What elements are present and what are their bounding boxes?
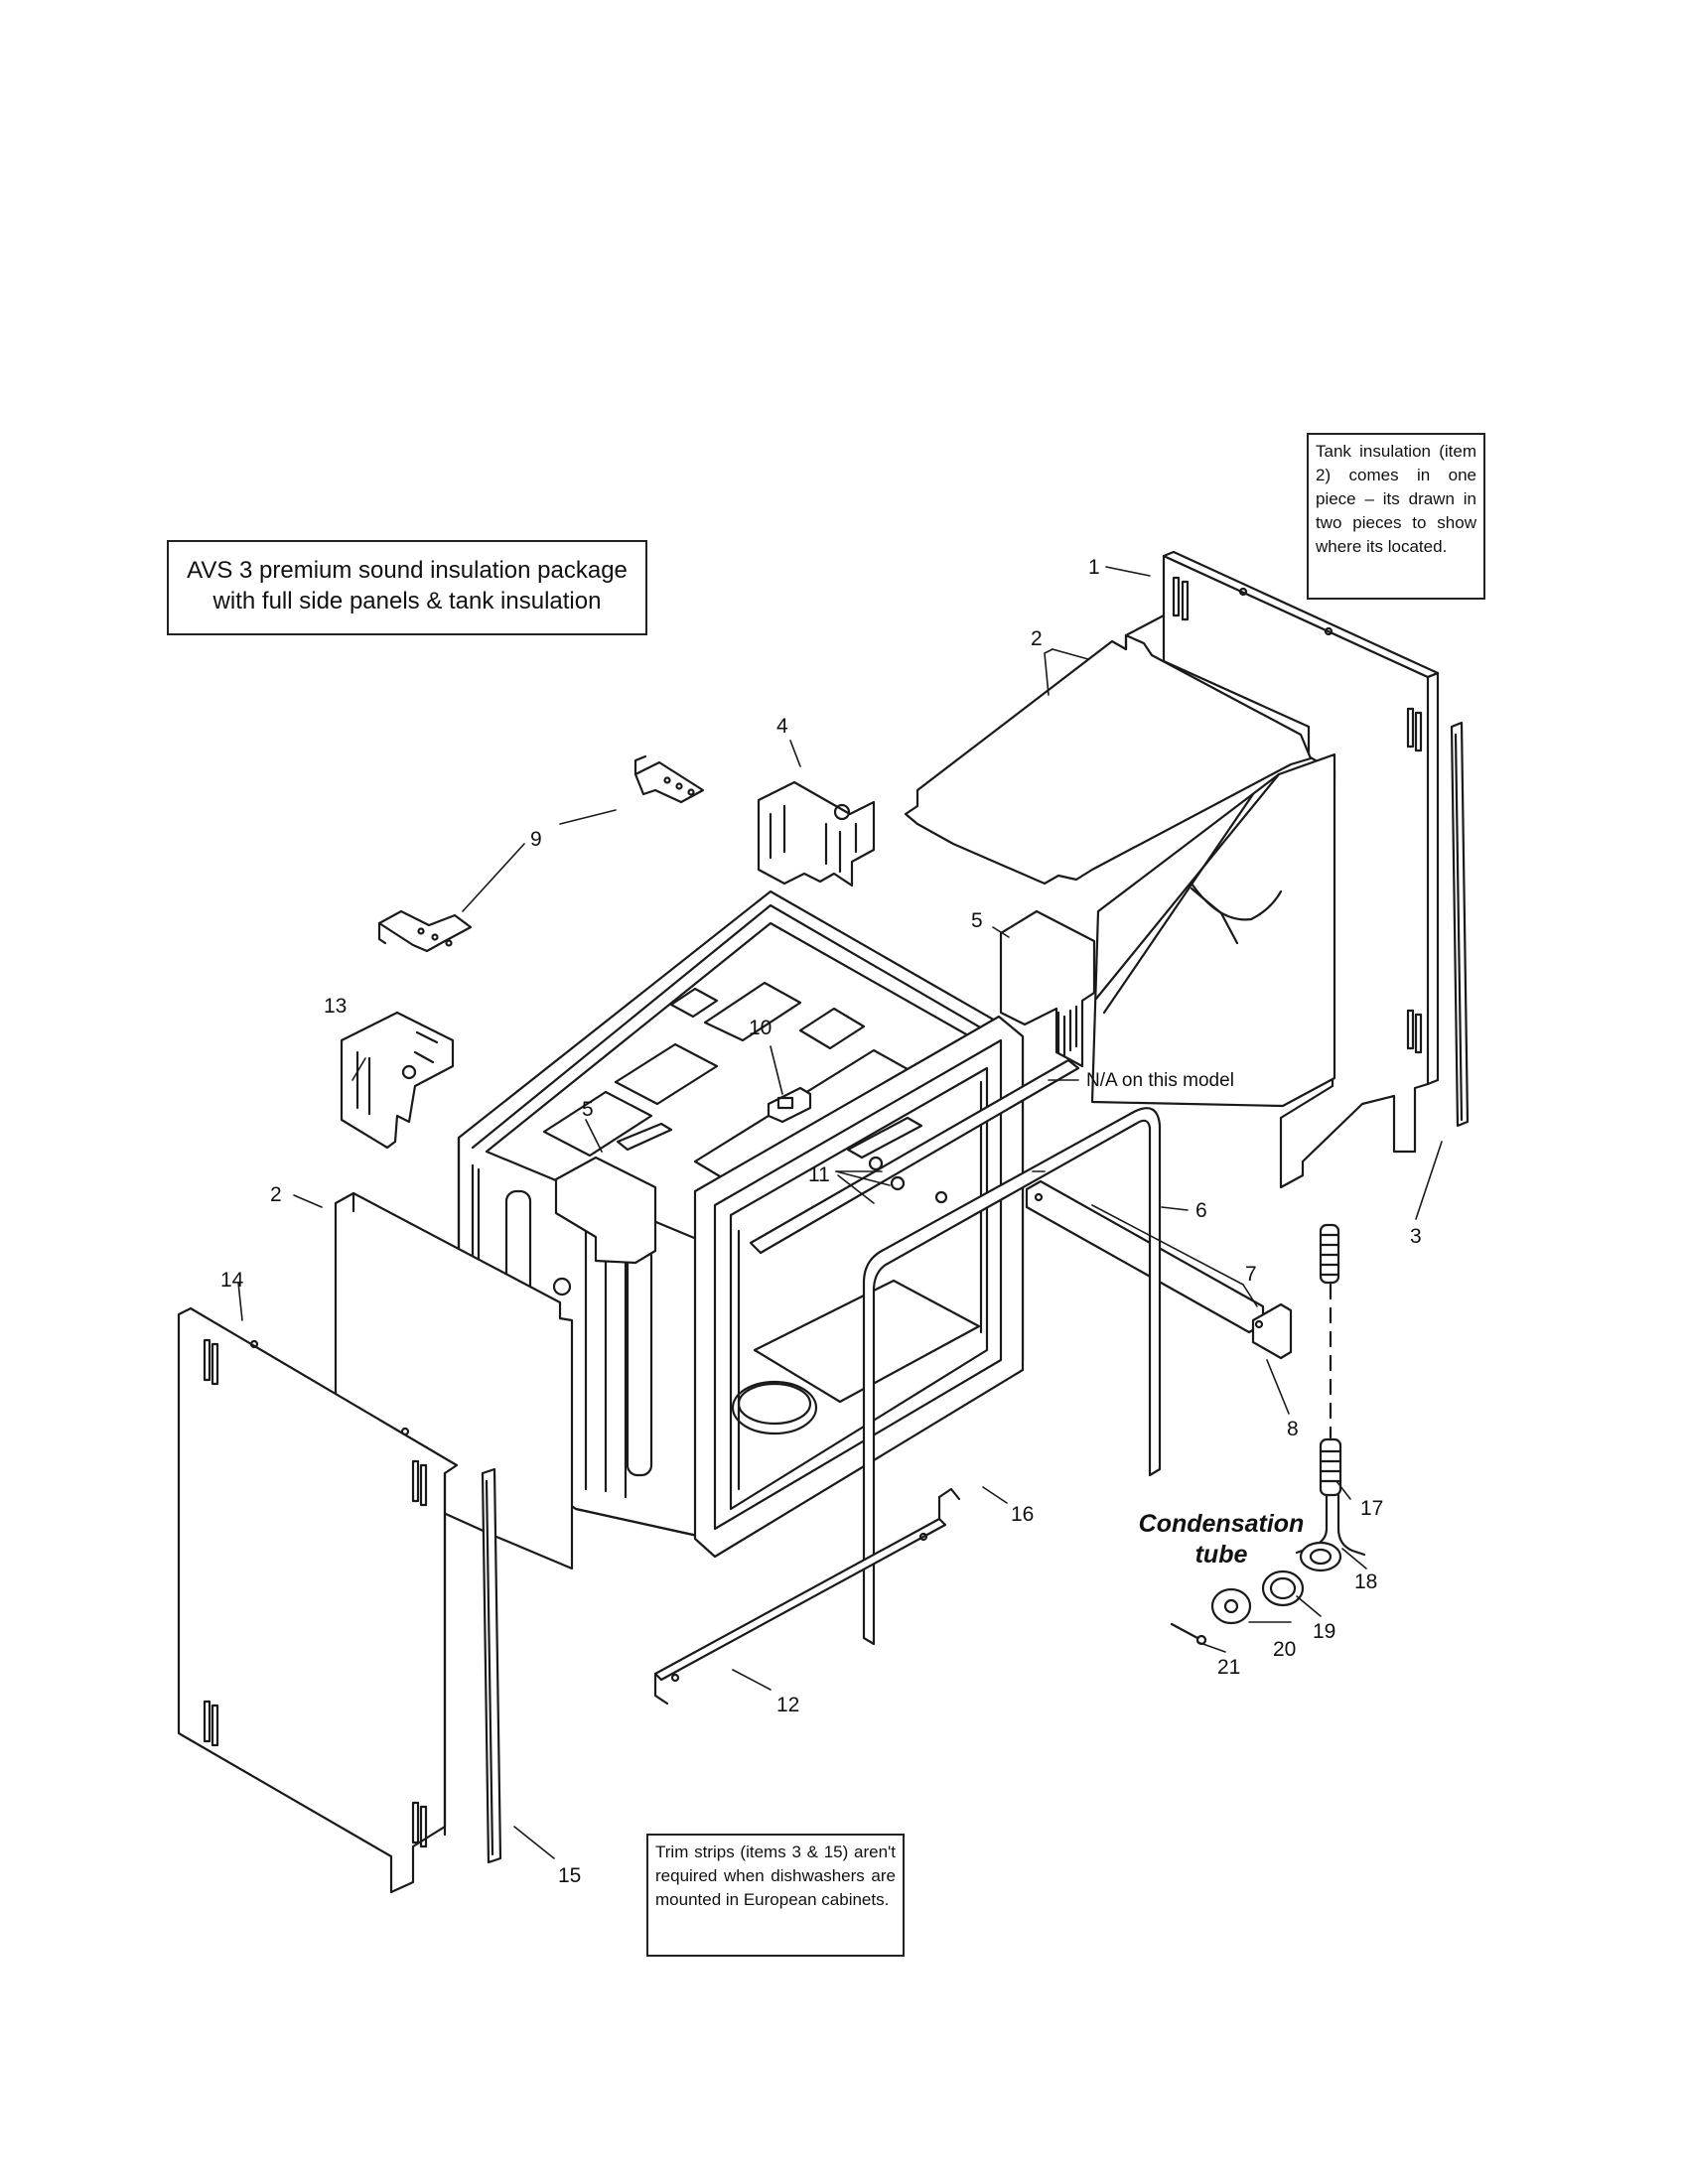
na-label: N/A on this model xyxy=(1086,1070,1234,1091)
callout-15: 15 xyxy=(558,1864,581,1887)
title-line-1: AVS 3 premium sound insulation package xyxy=(187,557,628,584)
callout-20: 20 xyxy=(1273,1638,1296,1661)
callout-8: 8 xyxy=(1287,1418,1299,1440)
tub-front-frame xyxy=(693,1015,1025,1559)
callout-2-top: 2 xyxy=(1031,627,1043,650)
callout-numbers: 1 2 3 4 5 5 6 7 8 9 10 11 12 13 2 14 15 … xyxy=(220,556,1422,1887)
part-4-bracket xyxy=(757,780,876,887)
condensation-tube-label: Condensation tube xyxy=(1122,1509,1321,1570)
callout-14: 14 xyxy=(220,1269,244,1292)
callout-6: 6 xyxy=(1195,1199,1207,1222)
title-line-2: with full side panels & tank insulation xyxy=(212,588,602,614)
callout-9: 9 xyxy=(530,828,542,851)
callout-1: 1 xyxy=(1088,556,1100,579)
leader-lines xyxy=(237,566,1443,1859)
left-trim-strip xyxy=(481,1467,502,1864)
callout-4: 4 xyxy=(776,715,788,738)
callout-16: 16 xyxy=(1011,1503,1034,1526)
part-10-latch xyxy=(767,1086,812,1124)
part-5-blocks xyxy=(554,909,1096,1265)
callout-7: 7 xyxy=(1245,1263,1257,1286)
callout-18: 18 xyxy=(1354,1570,1377,1593)
callout-21: 21 xyxy=(1217,1656,1240,1679)
callout-5-right: 5 xyxy=(971,909,983,932)
callout-19: 19 xyxy=(1313,1620,1335,1643)
left-side-panel xyxy=(177,1306,459,1894)
callout-11: 11 xyxy=(808,1163,830,1186)
part-6-door-seal xyxy=(862,1107,1162,1646)
condensation-label-line-1: Condensation xyxy=(1138,1510,1305,1538)
callout-12: 12 xyxy=(776,1694,799,1716)
part-9-brackets xyxy=(377,754,705,953)
title-box: AVS 3 premium sound insulation package w… xyxy=(167,540,647,635)
callout-5-left: 5 xyxy=(582,1098,594,1121)
trim-strips-note: Trim strips (items 3 & 15) aren't requir… xyxy=(646,1834,905,1957)
callout-13: 13 xyxy=(324,995,347,1018)
condensation-label-line-2: tube xyxy=(1194,1541,1248,1569)
right-side-panel xyxy=(1162,550,1440,1189)
callout-3: 3 xyxy=(1410,1225,1422,1248)
part-12-base-bracket xyxy=(653,1487,961,1706)
tank-insulation-note: Tank insulation (item 2) comes in one pi… xyxy=(1307,433,1485,600)
callout-2-left: 2 xyxy=(270,1183,282,1206)
callout-10: 10 xyxy=(749,1017,772,1039)
callout-17: 17 xyxy=(1360,1497,1383,1520)
part-7-rail xyxy=(749,1058,1293,1360)
right-trim-strip xyxy=(1450,721,1470,1128)
tank-insulation-top xyxy=(904,614,1336,1108)
condensation-tube-parts xyxy=(1170,1223,1366,1646)
part-13-bracket xyxy=(340,1011,455,1150)
